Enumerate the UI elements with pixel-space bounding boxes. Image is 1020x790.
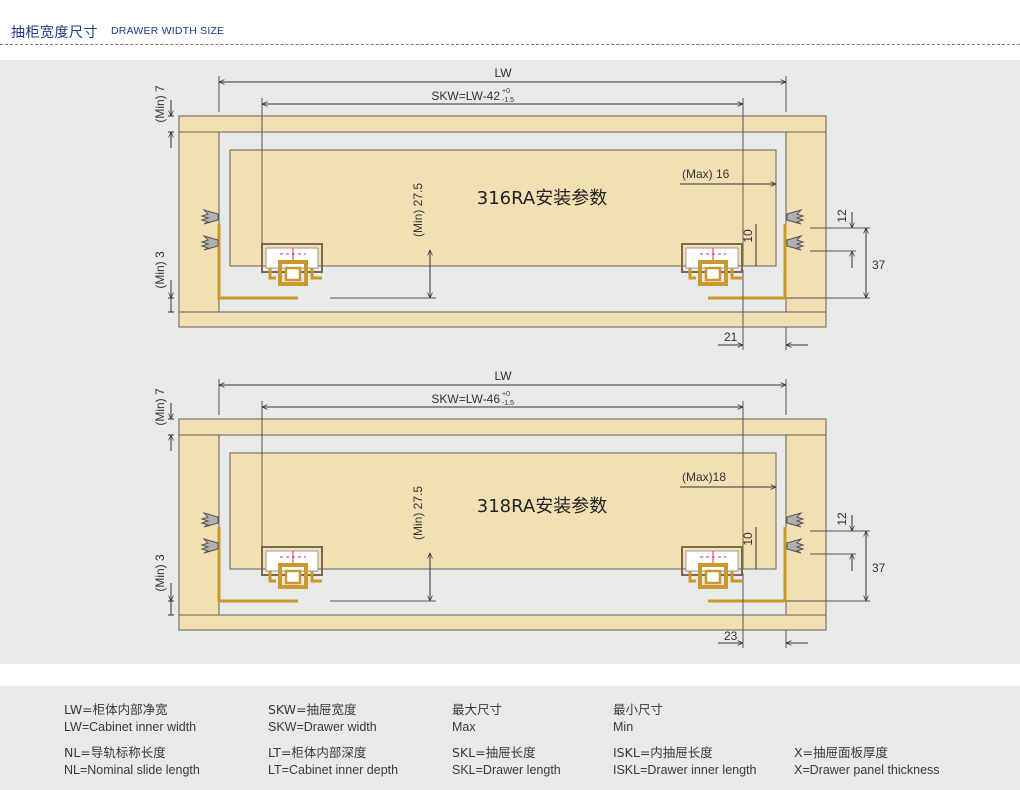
legend-lw-en: LW=Cabinet inner width — [64, 720, 197, 734]
diagram-318ra: LW SKW=LW-46 +0 -1.5 (Min) 7 (Min) 3 (Mi… — [153, 369, 886, 648]
dim12-label: 12 — [835, 209, 849, 223]
legend-lt-cn: LT=柜体内部深度 — [268, 745, 367, 760]
cabinet-top-panel — [178, 418, 827, 436]
legend-skw-cn: SKW=抽屉宽度 — [268, 702, 357, 717]
skw-formula: SKW=LW-46 — [431, 392, 500, 406]
skw-tolerance-upper: +0 — [502, 391, 510, 398]
max-label: (Max) 16 — [682, 167, 730, 181]
legend-max-cn: 最大尺寸 — [452, 702, 503, 717]
page-title-en: DRAWER WIDTH SIZE — [111, 25, 225, 37]
cabinet-bottom-panel — [178, 311, 827, 328]
skw-formula: SKW=LW-42 — [431, 89, 500, 103]
min3-label: (Min) 3 — [153, 554, 167, 592]
min27-label: (Min) 27.5 — [411, 183, 425, 237]
legend-min-cn: 最小尺寸 — [613, 702, 664, 717]
right-slide-rail — [680, 545, 744, 589]
max-label: (Max)18 — [682, 470, 726, 484]
skw-tolerance-upper: +0 — [502, 88, 510, 95]
dim10-label: 10 — [741, 229, 755, 243]
cabinet-right-side — [785, 434, 827, 616]
min7-label: (Min) 7 — [153, 85, 167, 123]
bottom-dim-label: 21 — [724, 330, 738, 344]
cabinet-top-panel — [178, 115, 827, 133]
right-slide-rail — [680, 242, 744, 286]
legend-max-en: Max — [452, 720, 476, 734]
skw-tolerance-lower: -1.5 — [502, 400, 514, 407]
legend-skl-en: SKL=Drawer length — [452, 763, 561, 777]
legend-nl-cn: NL=导轨标称长度 — [64, 745, 166, 760]
dim10-label: 10 — [741, 532, 755, 546]
min7-label: (Min) 7 — [153, 388, 167, 426]
dim37-label: 37 — [872, 258, 886, 272]
left-slide-rail — [260, 242, 324, 286]
installation-diagrams: LW SKW=LW-42 +0 -1.5 (Min) 7 (Min) 3 (Mi… — [153, 66, 886, 648]
skw-tolerance-lower: -1.5 — [502, 97, 514, 104]
left-slide-rail — [260, 545, 324, 589]
page-title-cn: 抽柜宽度尺寸 — [11, 25, 98, 41]
legend-x-cn: X=抽屉面板厚度 — [794, 745, 889, 760]
legend-iskl-en: ISKL=Drawer inner length — [613, 763, 757, 777]
diagram-panel: LW SKW=LW-42 +0 -1.5 (Min) 7 (Min) 3 (Mi… — [0, 60, 1020, 664]
legend-skw-en: SKW=Drawer width — [268, 720, 377, 734]
model-label-318ra: 318RA安装参数 — [477, 496, 607, 517]
legend-lt-en: LT=Cabinet inner depth — [268, 763, 399, 777]
legend-skl-cn: SKL=抽屉长度 — [452, 745, 536, 760]
drawer-body — [229, 452, 777, 570]
legend-lw-cn: LW=柜体内部净宽 — [64, 702, 168, 717]
dim12-label: 12 — [835, 512, 849, 526]
header-divider — [0, 44, 1020, 45]
cabinet-right-side — [785, 131, 827, 313]
legend-iskl-cn: ISKL=内抽屉长度 — [613, 745, 713, 760]
legend-x-en: X=Drawer panel thickness — [794, 763, 940, 777]
model-label-316ra: 316RA安装参数 — [477, 188, 607, 209]
legend-min-en: Min — [613, 720, 634, 734]
lw-label: LW — [494, 66, 512, 80]
min27-label: (Min) 27.5 — [411, 486, 425, 540]
bottom-dim-label: 23 — [724, 629, 738, 643]
legend-panel: LW=柜体内部净宽 LW=Cabinet inner width NL=导轨标称… — [0, 686, 1020, 790]
diagram-316ra: LW SKW=LW-42 +0 -1.5 (Min) 7 (Min) 3 (Mi… — [153, 66, 886, 350]
cabinet-left-side — [178, 434, 220, 616]
legend-nl-en: NL=Nominal slide length — [64, 763, 200, 777]
min3-label: (Min) 3 — [153, 251, 167, 289]
cabinet-bottom-panel — [178, 614, 827, 631]
cabinet-left-side — [178, 131, 220, 313]
dim37-label: 37 — [872, 561, 886, 575]
lw-label: LW — [494, 369, 512, 383]
page-header: 抽柜宽度尺寸 DRAWER WIDTH SIZE — [0, 0, 1020, 46]
